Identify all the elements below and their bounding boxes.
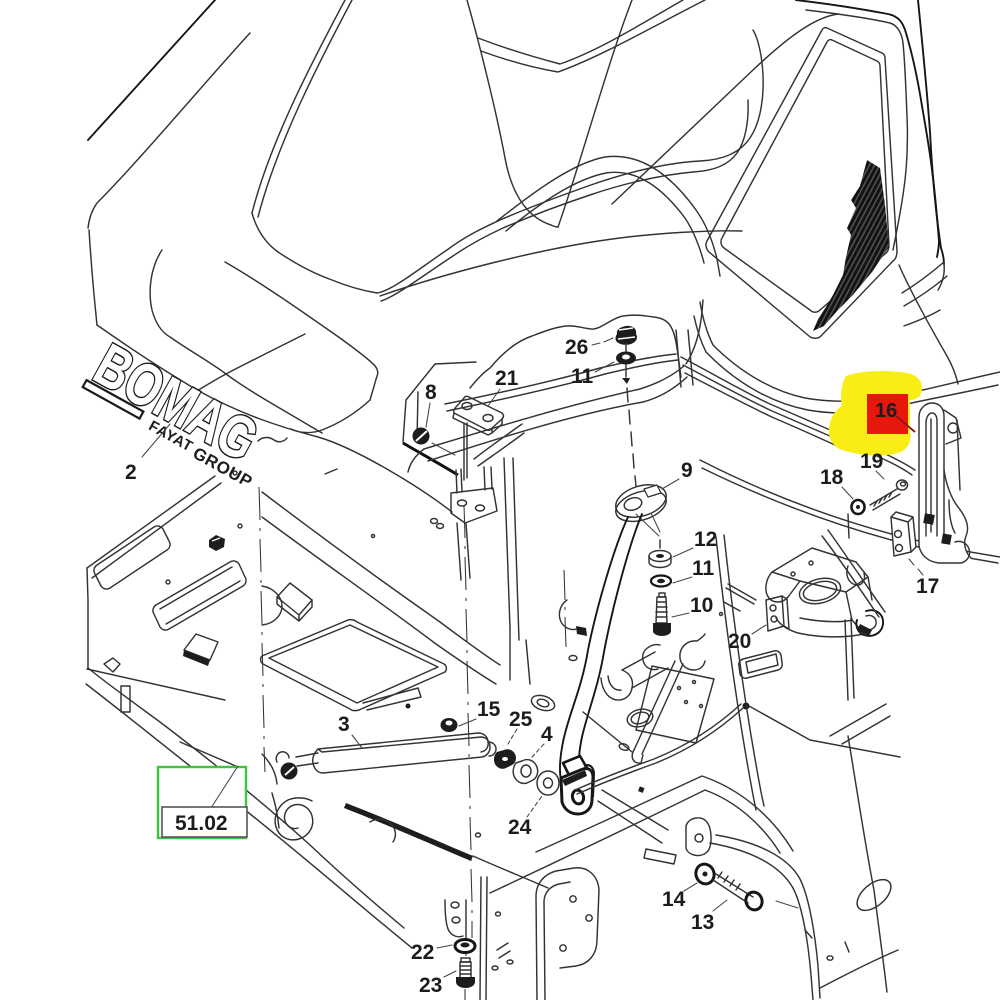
svg-text:18: 18 bbox=[820, 466, 844, 489]
svg-text:4: 4 bbox=[541, 723, 553, 746]
svg-text:12: 12 bbox=[694, 528, 717, 551]
svg-text:16: 16 bbox=[875, 400, 897, 422]
svg-text:17: 17 bbox=[916, 575, 939, 598]
svg-text:14: 14 bbox=[662, 888, 686, 911]
svg-text:26: 26 bbox=[565, 336, 588, 359]
svg-text:2: 2 bbox=[125, 461, 137, 484]
svg-text:21: 21 bbox=[495, 367, 519, 390]
svg-text:3: 3 bbox=[338, 713, 350, 736]
svg-text:13: 13 bbox=[691, 911, 714, 934]
svg-text:51.02: 51.02 bbox=[175, 812, 228, 835]
svg-text:19: 19 bbox=[860, 450, 883, 473]
svg-text:9: 9 bbox=[681, 459, 693, 482]
svg-text:10: 10 bbox=[690, 594, 713, 617]
svg-text:24: 24 bbox=[508, 816, 532, 839]
svg-text:22: 22 bbox=[411, 941, 434, 964]
svg-text:25: 25 bbox=[509, 708, 533, 731]
svg-text:20: 20 bbox=[728, 630, 751, 653]
svg-text:11: 11 bbox=[571, 365, 594, 388]
svg-text:23: 23 bbox=[419, 974, 442, 997]
svg-text:8: 8 bbox=[425, 381, 437, 404]
svg-text:15: 15 bbox=[477, 698, 501, 721]
svg-text:11: 11 bbox=[692, 557, 715, 580]
